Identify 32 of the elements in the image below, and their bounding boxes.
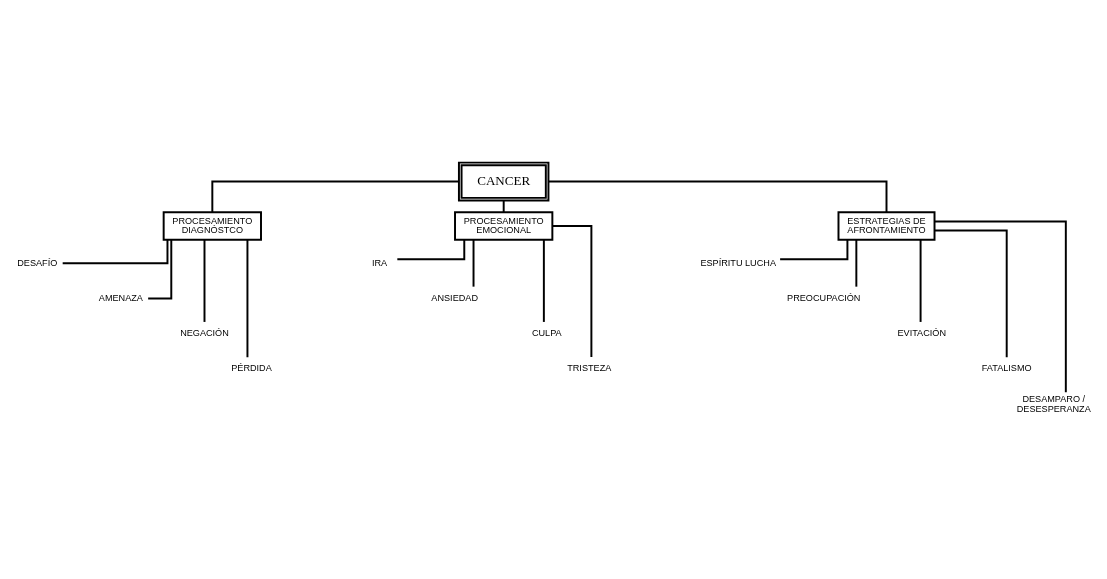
node-text: DESAMPARO / DESESPERANZA xyxy=(1016,393,1091,414)
connector xyxy=(147,238,173,299)
connector xyxy=(547,180,888,213)
connector xyxy=(472,238,475,288)
node-text: CULPA xyxy=(531,327,562,338)
node-box: ESTRATEGIAS DE AFRONTAMIENTO xyxy=(837,210,936,241)
connector xyxy=(502,199,505,213)
node-text: ESPÍRITU LUCHA xyxy=(700,257,776,268)
node-box: PROCESAMIENTO EMOCIONAL xyxy=(454,210,554,241)
connector xyxy=(61,238,169,264)
connector xyxy=(542,238,545,323)
node-text: TRISTEZA xyxy=(567,362,612,373)
node-text: EVITACIÓN xyxy=(897,327,947,338)
connector xyxy=(779,238,849,260)
connector xyxy=(551,224,593,358)
node-text: FATALISMO xyxy=(981,362,1032,373)
connector xyxy=(396,238,466,260)
node-text: PÉRDIDA xyxy=(231,362,272,373)
connector xyxy=(211,180,460,213)
connector xyxy=(933,229,1008,358)
connector xyxy=(919,238,922,323)
node-text: AMENAZA xyxy=(98,292,143,303)
node-text: PREOCUPACIÓN xyxy=(787,292,861,303)
node-text: IRA xyxy=(371,257,388,268)
node-text: ANSIEDAD xyxy=(431,292,479,303)
node-box: PROCESAMIENTO DIAGNÓSTCO xyxy=(162,210,262,241)
connector xyxy=(933,219,1067,393)
connector xyxy=(203,238,206,323)
connector xyxy=(855,238,858,288)
node-text: DESAFÍO xyxy=(17,257,58,268)
connector xyxy=(246,238,249,358)
node-text: NEGACIÓN xyxy=(180,327,229,338)
